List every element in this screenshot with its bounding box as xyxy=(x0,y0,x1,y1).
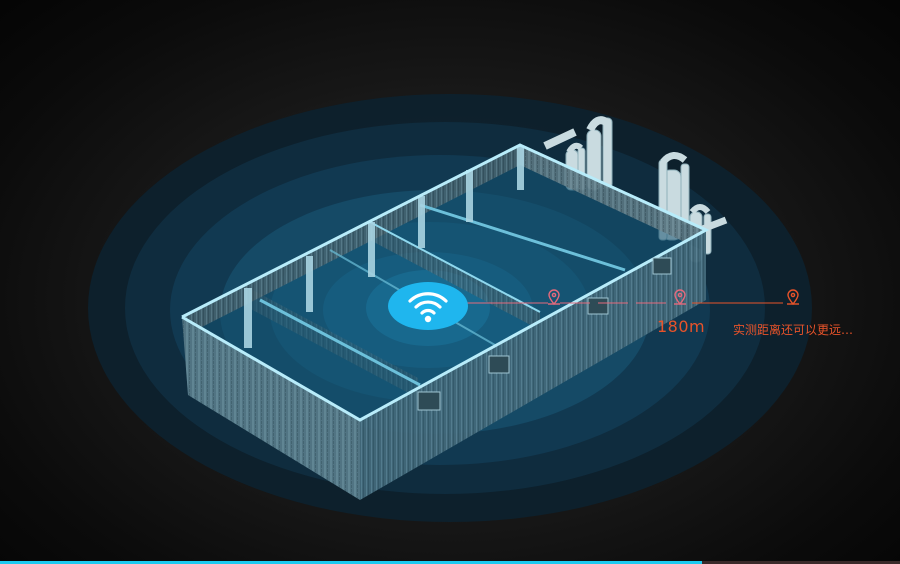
location-pin-icon xyxy=(674,289,686,306)
location-pin-icon xyxy=(548,289,560,306)
wifi-signal-badge xyxy=(388,282,468,330)
progress-fill xyxy=(0,561,702,564)
location-pin-icon xyxy=(787,289,799,306)
wifi-icon xyxy=(408,292,448,323)
range-note-label: 实测距离还可以更远… xyxy=(733,323,854,337)
distance-label: 180m xyxy=(657,317,706,336)
progress-bar xyxy=(0,561,900,564)
